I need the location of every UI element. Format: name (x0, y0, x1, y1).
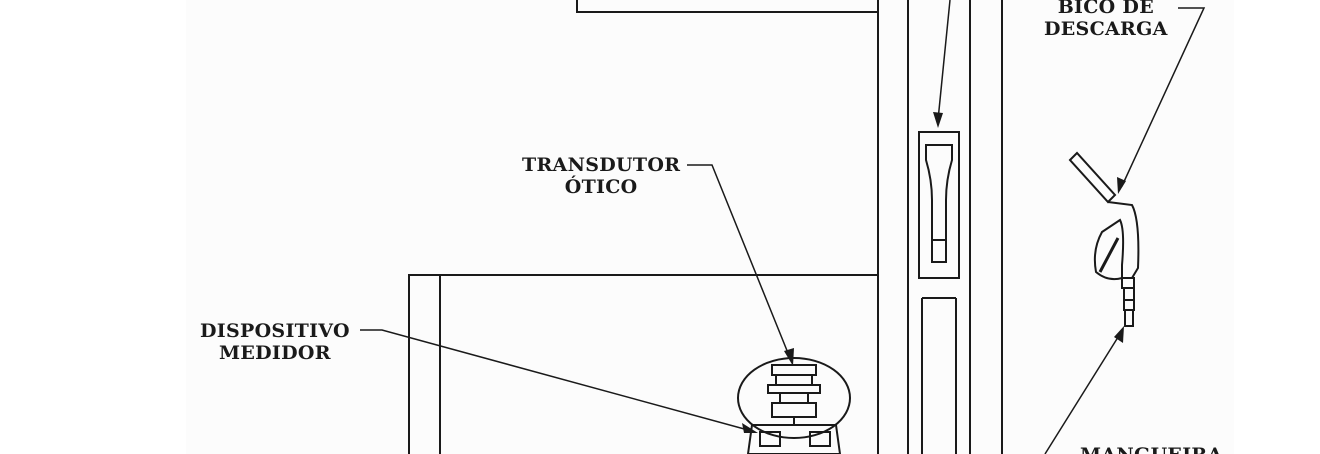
label-transdutor-line1: TRANSDUTOR (522, 154, 681, 176)
label-bico-line2: DESCARGA (1044, 18, 1168, 40)
meter-assembly (737, 357, 851, 454)
lower-cabinet-outline (408, 274, 878, 454)
label-transdutor-line2: ÓTICO (564, 176, 638, 198)
arrowheads (742, 112, 1126, 433)
nozzle-holster (918, 131, 960, 279)
label-bico-line1: BICO DE (1057, 0, 1154, 18)
label-mangueira: MANGUEIRA (1080, 444, 1223, 454)
paper-sheet (186, 0, 1234, 454)
upper-cabinet-outline (576, 0, 878, 13)
label-bico-de-descarga: BICO DE DESCARGA (1044, 0, 1168, 40)
discharge-nozzle-drawing (1068, 151, 1140, 327)
label-dispositivo-line1: DISPOSITIVO (200, 320, 350, 342)
label-mangueira-line1: MANGUEIRA (1080, 444, 1223, 454)
dispenser-column (877, 0, 1003, 454)
column-slot (921, 297, 957, 454)
label-dispositivo-line2: MEDIDOR (219, 342, 331, 364)
label-dispositivo-medidor: DISPOSITIVO MEDIDOR (200, 320, 350, 364)
leader-lines (360, 0, 1206, 454)
label-transdutor-otico: TRANSDUTOR ÓTICO (522, 154, 680, 198)
